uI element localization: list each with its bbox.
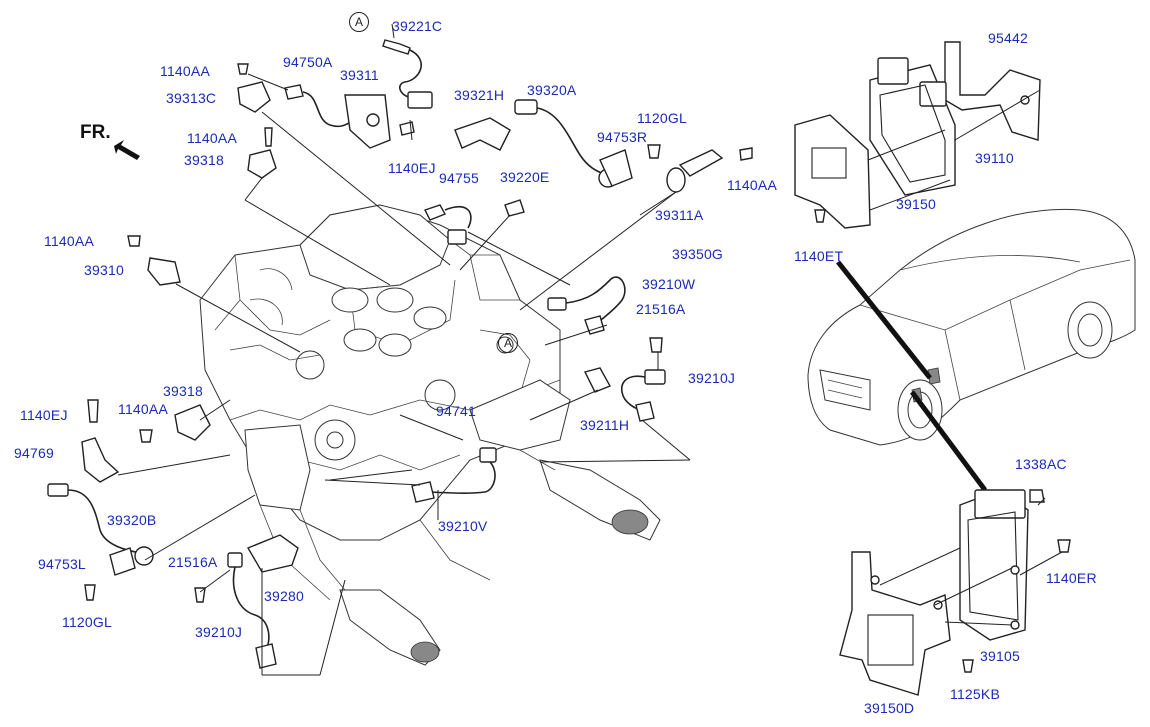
label-94750A: 94750A	[283, 54, 333, 70]
ecu-bracket-39150	[794, 114, 871, 229]
leader-lines	[117, 23, 691, 676]
label-94753L: 94753L	[38, 556, 86, 572]
ecu-bracket-39150D	[839, 551, 951, 696]
label-1140AA-b: 1140AA	[187, 130, 237, 146]
label-39150D: 39150D	[864, 700, 915, 716]
label-39318-a: 39318	[184, 152, 224, 168]
label-1338AC: 1338AC	[1015, 456, 1067, 472]
label-1125KB: 1125KB	[950, 686, 1000, 702]
label-1140AA-e: 1140AA	[118, 401, 168, 417]
bracket-39280	[246, 534, 299, 573]
label-39210J-b: 39210J	[195, 624, 243, 640]
pointer-upper	[836, 260, 932, 380]
crank-sensor-39313C	[237, 63, 271, 113]
label-1140ER: 1140ER	[1046, 570, 1097, 586]
o2-sensor-39210J-right	[583, 337, 666, 422]
fasteners-lower-ecu	[962, 489, 1071, 673]
view-marker-a-top: A	[349, 12, 369, 32]
sensor-39318-lower	[139, 404, 211, 443]
label-39320B: 39320B	[107, 512, 157, 528]
label-39321H: 39321H	[454, 87, 505, 103]
ecu-39110	[869, 57, 956, 196]
pointer-lower	[909, 390, 988, 492]
engine-assembly	[199, 204, 661, 666]
label-21516A-a: 21516A	[636, 301, 686, 317]
label-39211H: 39211H	[580, 417, 630, 433]
o2-sensor-39210W	[547, 276, 626, 335]
bracket-39321H	[454, 117, 511, 151]
label-39311A: 39311A	[655, 207, 704, 223]
label-21516A-b: 21516A	[168, 554, 218, 570]
label-94741: 94741	[436, 403, 476, 419]
label-39220E: 39220E	[500, 169, 550, 185]
label-39210J-a: 39210J	[688, 370, 736, 386]
leader-lines-ecu	[867, 89, 1041, 211]
sensor-39220E	[504, 199, 525, 217]
label-1140EJ-b: 1140EJ	[20, 407, 68, 423]
label-94753R: 94753R	[597, 129, 648, 145]
sensor-39318-top	[247, 127, 277, 179]
label-39105: 39105	[980, 648, 1020, 664]
view-marker-a-engine: A	[498, 333, 518, 353]
label-39313C: 39313C	[166, 90, 217, 106]
sensor-39310	[127, 235, 181, 286]
label-1120GL-b: 1120GL	[62, 614, 112, 630]
label-1140AA-d: 1140AA	[44, 233, 94, 249]
label-1140AA-a: 1140AA	[160, 63, 210, 79]
ecu-39105	[959, 489, 1029, 641]
label-1140EJ-a: 1140EJ	[388, 160, 436, 176]
label-39280: 39280	[264, 588, 304, 604]
label-39210W: 39210W	[642, 276, 696, 292]
o2-sensor-39210J-left	[194, 552, 277, 669]
bracket-39311	[344, 94, 415, 149]
label-39350G: 39350G	[672, 246, 724, 262]
label-39150: 39150	[896, 196, 936, 212]
label-1140AA-c: 1140AA	[727, 177, 777, 193]
label-39110: 39110	[975, 150, 1014, 166]
cam-sensor-39350G	[666, 147, 753, 193]
label-39318-b: 39318	[163, 383, 203, 399]
leader-lines-lower-ecu	[879, 497, 1063, 626]
label-94755: 94755	[439, 170, 479, 186]
cam-sensor-39221C	[382, 39, 433, 109]
vehicle-outline	[807, 208, 1136, 446]
label-39311: 39311	[340, 67, 379, 83]
o2-sensor-94755	[424, 204, 472, 245]
o2-sensor-39210V	[411, 447, 497, 503]
label-1140ET: 1140ET	[794, 248, 844, 264]
label-95442: 95442	[988, 30, 1028, 46]
knock-sensor-39320A	[514, 99, 661, 188]
label-39221C: 39221C	[392, 18, 443, 34]
label-39310: 39310	[84, 262, 124, 278]
front-direction-label: FR.	[80, 122, 111, 143]
label-39210V: 39210V	[438, 518, 488, 534]
bracket-94769	[81, 399, 120, 483]
label-1120GL-a: 1120GL	[637, 110, 687, 126]
knock-sensor-39320B	[47, 483, 154, 601]
ecu-bracket-95442	[944, 41, 1041, 141]
label-39320A: 39320A	[527, 82, 577, 98]
label-94769: 94769	[14, 445, 54, 461]
